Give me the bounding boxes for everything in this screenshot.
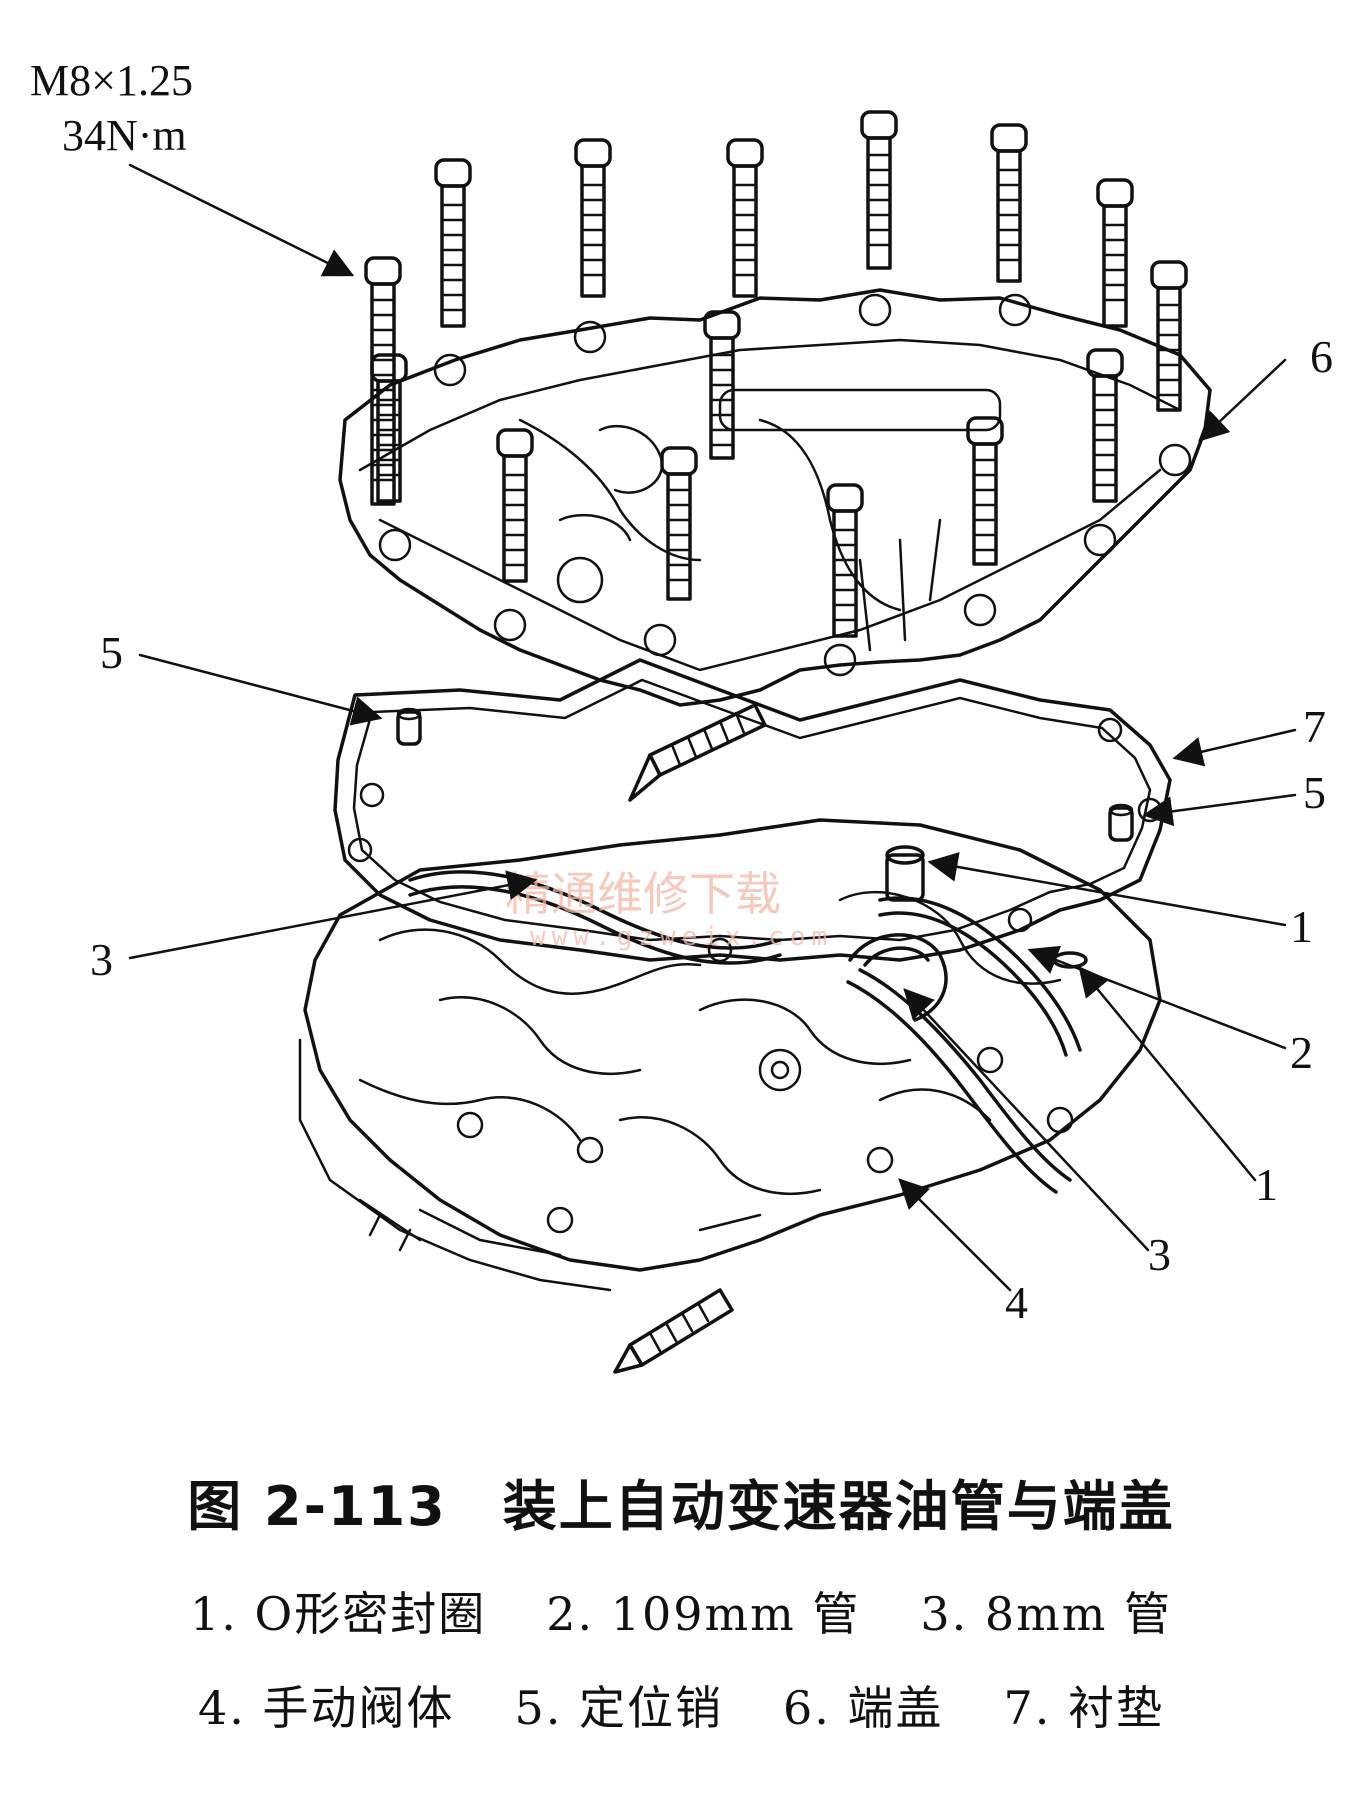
bolt: [1150, 260, 1188, 412]
bolt: [574, 138, 612, 298]
watermark-url: www.gzweix.com: [530, 922, 833, 952]
callout-label: 6: [1310, 331, 1333, 382]
o-ring: [885, 845, 925, 902]
dowel-pin: [1108, 803, 1134, 842]
bolt: [660, 446, 698, 601]
bolt: [370, 353, 408, 503]
legend-item: 5. 定位销: [514, 1681, 723, 1735]
bolt-torque-spec: 34N·m: [62, 111, 187, 160]
alignment-stud: [628, 703, 767, 802]
end-cover-bolt-holes: [378, 293, 1192, 677]
callout-label: 4: [1005, 1277, 1028, 1328]
gasket: [333, 658, 1172, 963]
figure-caption-title: 图 2-113 装上自动变速器油管与端盖: [187, 1475, 1175, 1538]
bolt: [860, 110, 898, 270]
tube-109mm: [878, 896, 1082, 1057]
bolt: [826, 483, 864, 638]
callout-label: 3: [90, 934, 113, 985]
alignment-stud: [613, 1288, 734, 1374]
legend-item: 2. 109mm 管: [546, 1587, 861, 1641]
bolt: [990, 123, 1028, 283]
callout-label: 3: [1148, 1229, 1171, 1280]
callout-leaders: [128, 358, 1297, 1292]
legend-item: 4. 手动阀体: [197, 1681, 455, 1735]
bolt: [966, 416, 1004, 566]
legend-item: 3. 8mm 管: [920, 1587, 1173, 1641]
legend-row: 4. 手动阀体 5. 定位销 6. 端盖 7. 衬垫: [0, 1672, 1362, 1738]
tube-8mm: [846, 968, 1072, 1194]
callout-label: 1: [1290, 901, 1313, 952]
callout-label: 2: [1290, 1027, 1313, 1078]
bolt: [496, 428, 534, 583]
bolts: [364, 110, 1188, 638]
legend-item: 6. 端盖: [783, 1681, 944, 1735]
tube-8mm: [408, 870, 782, 965]
legend-item: 7. 衬垫: [1003, 1681, 1165, 1735]
end-cover: [338, 288, 1212, 707]
watermark-text: 精通维修下载: [505, 867, 781, 921]
bolt-thread-spec: M8×1.25: [30, 56, 193, 105]
legend-row: 1. O形密封圈 2. 109mm 管 3. 8mm 管: [0, 1578, 1362, 1644]
callout-label: 5: [1303, 767, 1326, 818]
bolt: [1096, 178, 1134, 328]
bolt: [364, 256, 402, 506]
bolt: [726, 138, 764, 298]
callout-label: 5: [100, 627, 123, 678]
bolt: [703, 310, 741, 460]
spec-leader-arrow: [128, 163, 355, 277]
bolt: [1086, 348, 1124, 503]
bolt: [434, 158, 472, 328]
callout-label: 7: [1303, 701, 1326, 752]
dowel-pin: [396, 707, 422, 746]
legend-item: 1. O形密封圈: [189, 1587, 487, 1641]
callout-label: 1: [1255, 1159, 1278, 1210]
